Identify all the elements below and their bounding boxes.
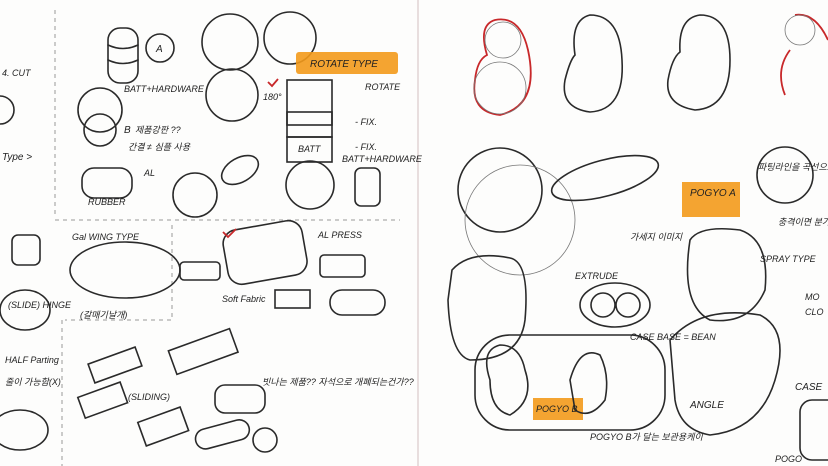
label-extrude: EXTRUDE (575, 271, 619, 281)
label-pogyo-b-note: POGYO B가 달는 보관용케이 (590, 432, 703, 442)
label-type-left: Type > (2, 152, 32, 163)
label-pogyo-b: POGYO B (536, 404, 578, 414)
label-rotate: ROTATE (365, 82, 401, 92)
label-batt: BATT (298, 144, 322, 154)
korean-note-r1: 가세지 이미지 (630, 232, 683, 242)
label-angle: ANGLE (689, 400, 724, 411)
sketch-bean-shapes (473, 13, 828, 116)
label-half-parting: HALF Parting (5, 355, 59, 365)
label-rotate-type: ROTATE TYPE (310, 59, 378, 70)
korean-note-4: 빗나는 제품?? 자석으로 개폐되는건가?? (262, 377, 414, 387)
korean-note-3: (갈매기날개) (80, 310, 127, 320)
label-batt-hardware: BATT+HARDWARE (124, 84, 205, 94)
sketch-rotate-stack (285, 79, 381, 210)
badge-b: B (124, 125, 131, 136)
label-gal-wing-type: Gal WING TYPE (72, 232, 140, 242)
label-pogyo-a: POGYO A (690, 188, 736, 199)
label-spray-type: SPRAY TYPE (760, 254, 817, 264)
label-sliding: (SLIDING) (128, 392, 170, 402)
sketch-case-extrude (447, 146, 828, 461)
rotate-type-highlight (296, 52, 398, 74)
label-rubber: RUBBER (88, 197, 126, 207)
label-fix-1: - FIX. (355, 117, 377, 127)
label-soft-fabric: Soft Fabric (222, 294, 266, 304)
label-slide-hinge: (SLIDE) HINGE (8, 300, 72, 310)
label-case: CASE (795, 382, 823, 393)
pogyo-a-highlight (682, 182, 740, 217)
sketch-misc-left (0, 154, 386, 453)
label-cut: 4. CUT (2, 68, 32, 78)
korean-note-r2: 파팅라인을 곡선으로 내리는 힘든가?? (758, 162, 828, 172)
korean-note-5: 줄이 가능함(X) (5, 377, 61, 387)
label-clo: CLO (805, 307, 824, 317)
sketch-rotating-discs (0, 11, 317, 147)
label-mo: MO (805, 292, 820, 302)
sketch-cylinder-a (107, 27, 175, 84)
label-180: 180° (263, 92, 282, 102)
korean-note-2: 간결 ≠ 심플 사용 (128, 142, 191, 152)
korean-note-1: 제품강판 ?? (135, 125, 181, 135)
pogyo-b-highlight (533, 398, 583, 420)
label-al-press: AL PRESS (317, 230, 362, 240)
label-pogo: POGO (775, 454, 802, 464)
label-fix-2: - FIX. (355, 142, 377, 152)
label-case-base: CASE BASE = BEAN (630, 332, 716, 342)
label-al: AL (143, 168, 155, 178)
badge-a: A (155, 44, 163, 55)
label-batt-hardware-2: BATT+HARDWARE (342, 154, 423, 164)
korean-note-r3: 충격이면 분가!! (778, 217, 828, 227)
checkmark-icons (222, 78, 279, 239)
